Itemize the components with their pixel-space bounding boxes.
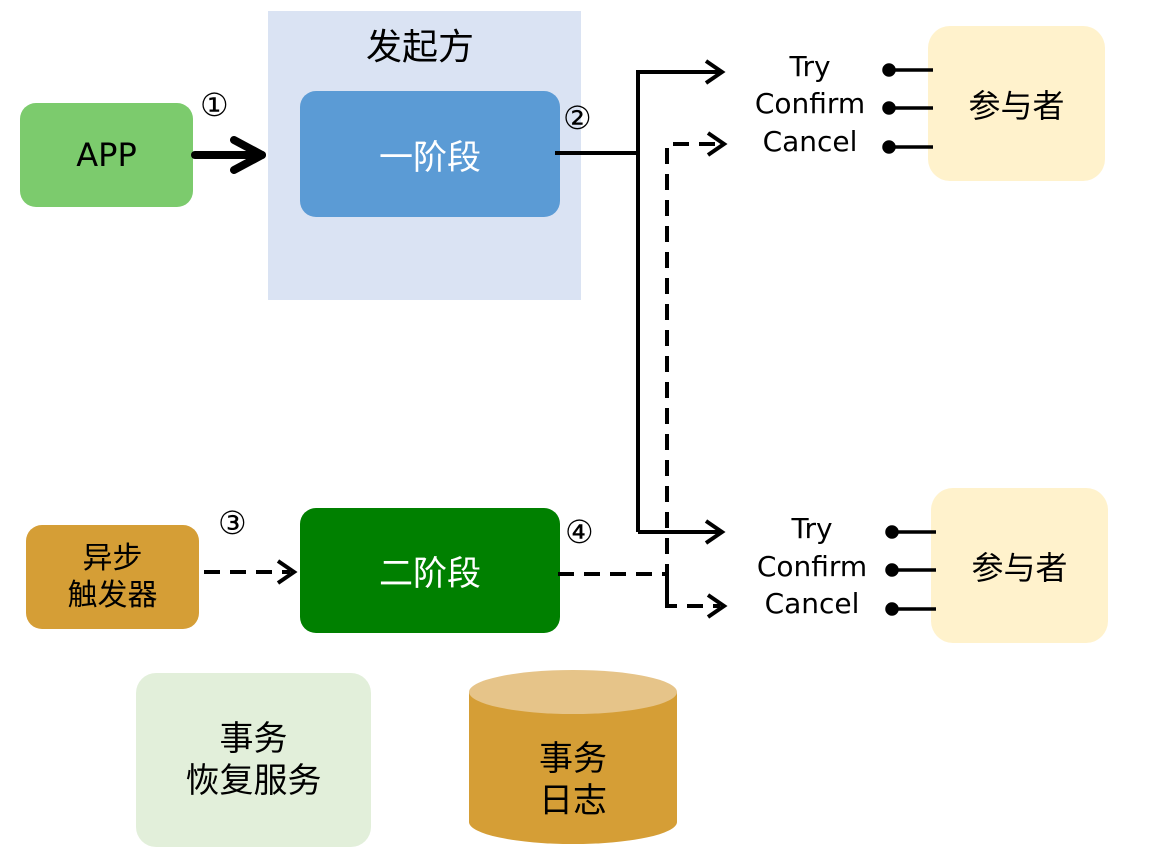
top-participant-pins [882,63,933,154]
initiator-title: 发起方 [366,27,475,68]
step-2-marker: ② [563,99,592,137]
participant-bottom-label: 参与者 [971,548,1068,587]
participant-top-label: 参与者 [968,86,1065,125]
arrow-app-to-phase-one [191,136,266,174]
solid-flow-try [555,59,726,545]
step-4-marker: ④ [565,513,594,551]
tx-log-line1: 事务 [539,738,607,779]
async-trigger-line1: 异步 [82,540,143,576]
bottom-op-confirm: Confirm [756,550,868,583]
dashed-flow-confirm-cancel [558,131,728,619]
phase-two-box[interactable]: 二阶段 [300,508,560,633]
bottom-participant-pins [885,525,936,616]
tx-log-cylinder[interactable] [469,670,677,844]
app-label: APP [76,136,137,174]
tx-log-line2: 日志 [539,781,607,821]
step-3-marker: ③ [218,504,247,542]
top-op-confirm: Confirm [754,87,866,120]
phase-one-box[interactable]: 一阶段 [300,91,560,217]
recovery-service-line1: 事务 [219,718,288,759]
top-op-cancel: Cancel [762,125,858,158]
async-trigger-line2: 触发器 [67,578,158,613]
participant-bottom-box[interactable]: 参与者 [931,488,1108,643]
top-op-try: Try [789,50,831,83]
bottom-op-try: Try [791,512,833,545]
recovery-service-box[interactable]: 事务 恢复服务 [136,673,371,847]
bottom-op-cancel: Cancel [764,587,860,620]
step-1-marker: ① [200,86,229,124]
participant-top-box[interactable]: 参与者 [928,26,1105,181]
phase-one-label: 一阶段 [379,137,481,178]
async-trigger-box[interactable]: 异步 触发器 [26,525,199,629]
tx-log-label: 事务 日志 [469,730,677,830]
app-box[interactable]: APP [20,103,193,207]
recovery-service-line2: 恢复服务 [185,761,322,801]
dashed-async-to-phase-two [204,559,298,585]
phase-two-label: 二阶段 [379,554,481,594]
